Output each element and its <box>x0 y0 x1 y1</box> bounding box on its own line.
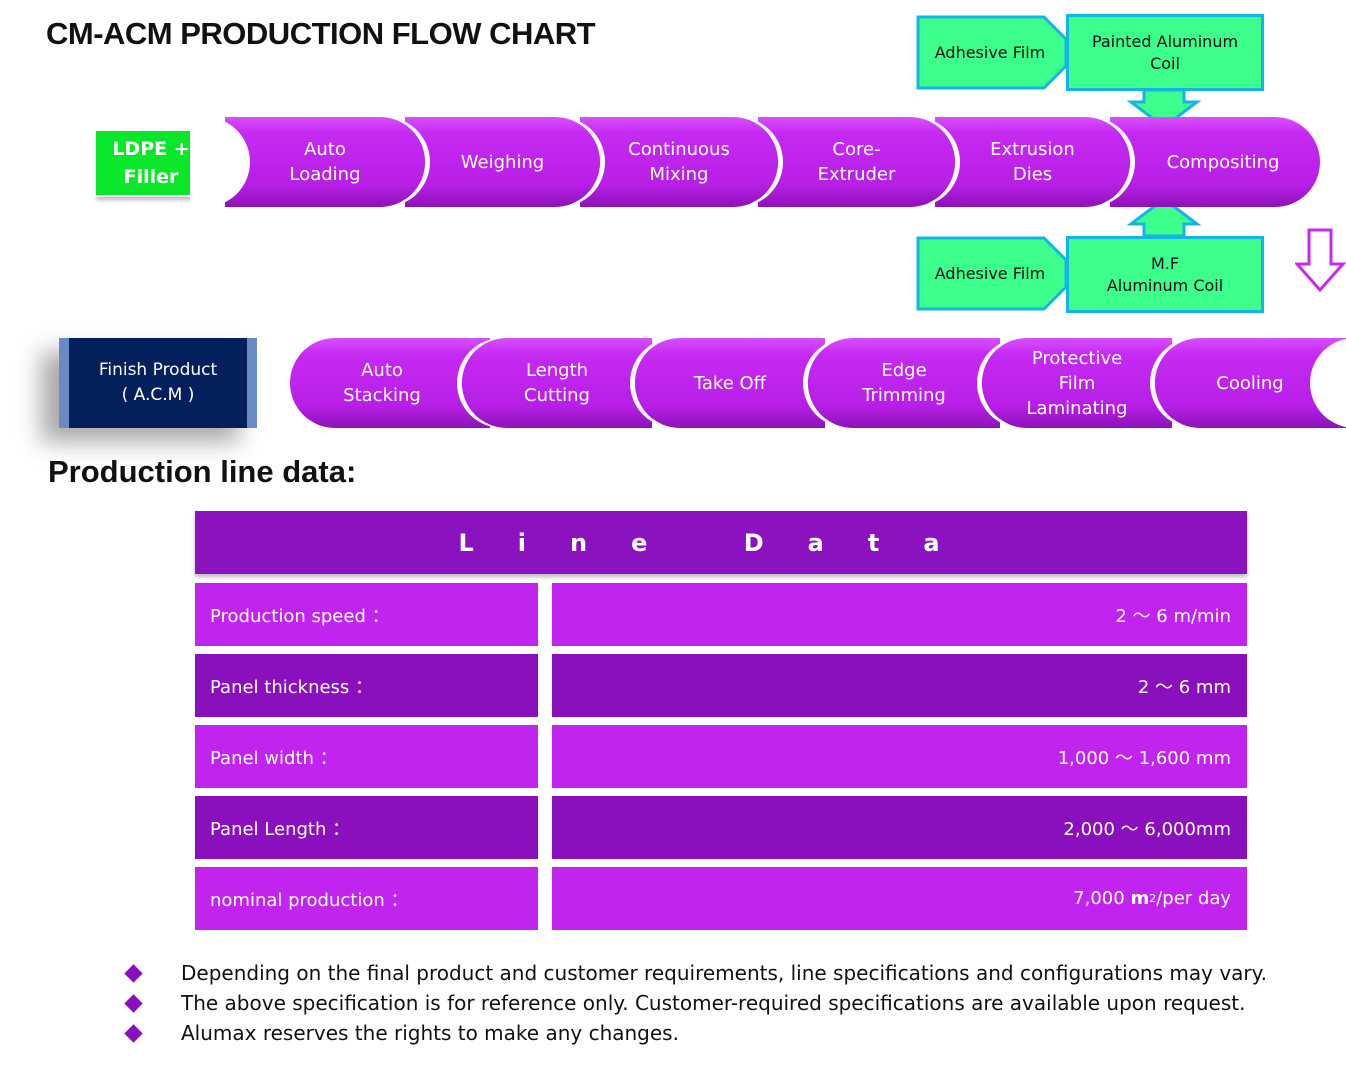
step-label: Extrusion Dies <box>990 139 1075 185</box>
input-arrows <box>916 15 1202 311</box>
arrow-down-outline-icon <box>1295 228 1346 293</box>
value-unit: m <box>1130 888 1150 909</box>
row-label: Panel Length ： <box>195 796 538 859</box>
step-continuous-mixing: Continuous Mixing <box>580 117 778 207</box>
step-label: Cooling <box>1216 372 1284 394</box>
step-label: Take Off <box>693 372 767 394</box>
bullet-diamond-icon <box>124 994 143 1013</box>
mf-aluminum-coil: M.F Aluminum Coil <box>1066 236 1264 313</box>
value-sup: 2 <box>1149 892 1157 905</box>
bullet-diamond-icon <box>124 964 143 983</box>
arrow-down-icon <box>1126 88 1202 129</box>
row-value: 2,000 ～ 6,000mm <box>552 796 1247 859</box>
step-core-extruder: Core- Extruder <box>758 117 955 207</box>
step-label: Edge Trimming <box>862 360 946 406</box>
step-auto-loading: Auto Loading <box>225 117 425 207</box>
step-label: Length Cutting <box>524 360 590 406</box>
note: Alumax reserves the rights to make any c… <box>181 1021 679 1045</box>
step-label: Weighing <box>460 151 545 173</box>
value-suffix: /per day <box>1156 888 1231 909</box>
step-protective-film-laminating: Protective Film Laminating <box>982 338 1172 428</box>
table-header: Line Data <box>195 511 1247 574</box>
step-auto-stacking: Auto Stacking <box>290 338 490 428</box>
step-label: Core- Extruder <box>817 139 896 185</box>
row-value: 1,000 ～ 1,600 mm <box>552 725 1247 788</box>
row-label: Panel thickness ： <box>195 654 538 717</box>
step-label: Auto Stacking <box>343 360 421 406</box>
start-material: LDPE + Filler <box>112 138 190 188</box>
section-title: Production line data: <box>48 454 357 489</box>
step-label: Continuous Mixing <box>628 139 730 185</box>
row-value: 2 ～ 6 m/min <box>552 583 1247 646</box>
step-compositing: Compositing <box>1110 117 1320 207</box>
page-title: CM-ACM PRODUCTION FLOW CHART <box>46 16 596 51</box>
bullet-diamond-icon <box>124 1024 143 1043</box>
step-take-off: Take Off <box>635 338 825 428</box>
value-number: 7,000 <box>1073 888 1131 909</box>
step-label: Auto Loading <box>289 139 361 185</box>
row-label: Panel width ： <box>195 725 538 788</box>
arrow-up-icon <box>1126 197 1202 238</box>
step-extrusion-dies: Extrusion Dies <box>935 117 1130 207</box>
row-label: Production speed ： <box>195 583 538 646</box>
adhesive-film-top: Adhesive Film <box>934 43 1046 62</box>
step-edge-trimming: Edge Trimming <box>808 338 1000 428</box>
step-label: Compositing <box>1166 151 1280 173</box>
row-label: nominal production ： <box>195 867 538 930</box>
step-label: Protective Film Laminating <box>1026 347 1128 419</box>
adhesive-film-bottom: Adhesive Film <box>934 264 1046 283</box>
note: Depending on the final product and custo… <box>181 961 1267 985</box>
step-weighing: Weighing <box>405 117 600 207</box>
painted-aluminum-coil: Painted Aluminum Coil <box>1066 14 1264 91</box>
row-value: 2 ～ 6 mm <box>552 654 1247 717</box>
finish-product: Finish Product ( A.C.M ) <box>59 338 257 428</box>
note: The above specification is for reference… <box>181 991 1246 1015</box>
step-length-cutting: Length Cutting <box>462 338 652 428</box>
